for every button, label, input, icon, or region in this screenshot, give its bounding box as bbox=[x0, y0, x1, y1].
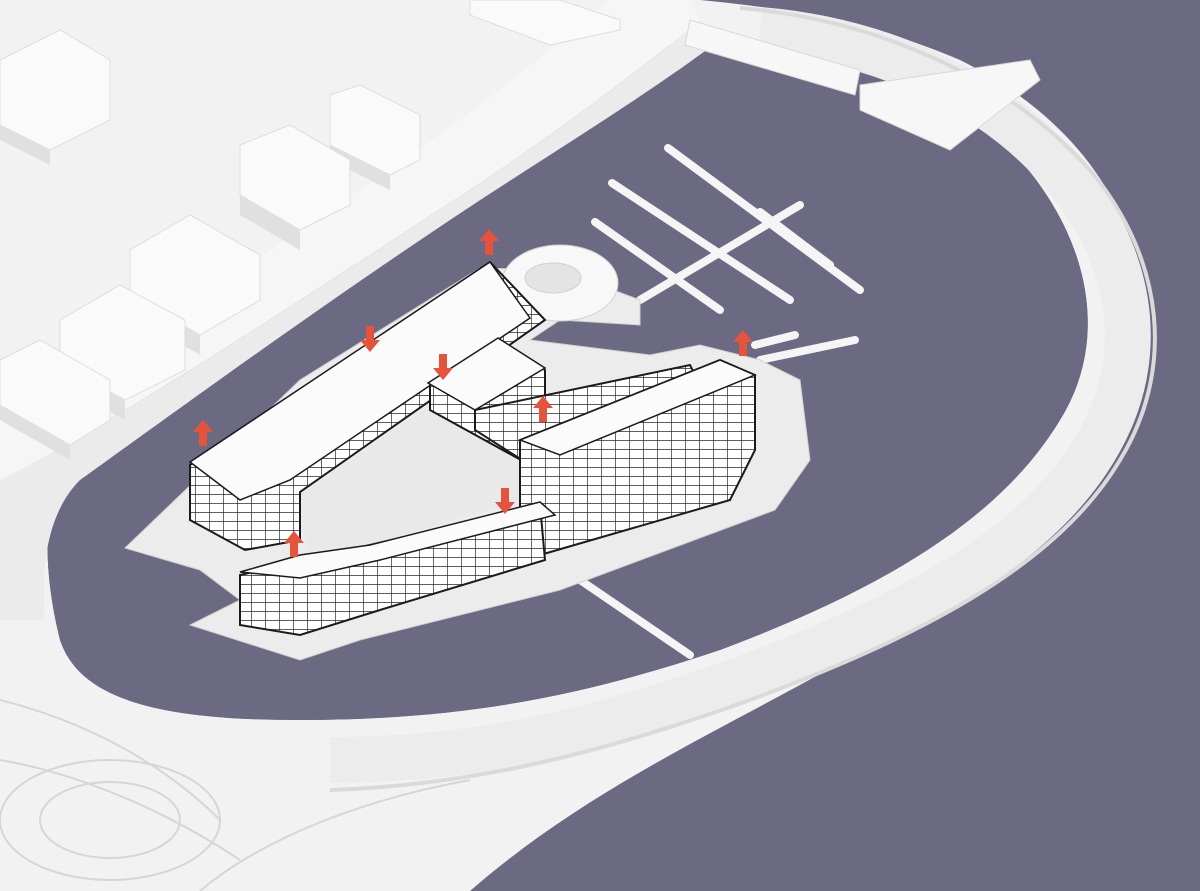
inner-courtyard bbox=[290, 365, 660, 550]
access-arrow bbox=[533, 396, 553, 422]
access-arrow bbox=[193, 420, 213, 446]
top-piers bbox=[684, 19, 1041, 151]
access-arrow bbox=[433, 354, 453, 380]
city-blocks bbox=[0, 0, 621, 460]
marina-jetties bbox=[576, 144, 864, 659]
left-quay bbox=[0, 20, 720, 620]
building-wing-northwest bbox=[188, 260, 547, 552]
access-arrow bbox=[360, 326, 380, 352]
access-arrow bbox=[733, 330, 753, 356]
access-arrow bbox=[479, 229, 499, 255]
access-arrow bbox=[284, 531, 304, 557]
roundabout bbox=[0, 699, 471, 891]
access-arrows bbox=[193, 229, 753, 557]
building-wing-south bbox=[239, 501, 557, 637]
access-arrow bbox=[495, 488, 515, 514]
oval-pavilion bbox=[501, 244, 619, 322]
